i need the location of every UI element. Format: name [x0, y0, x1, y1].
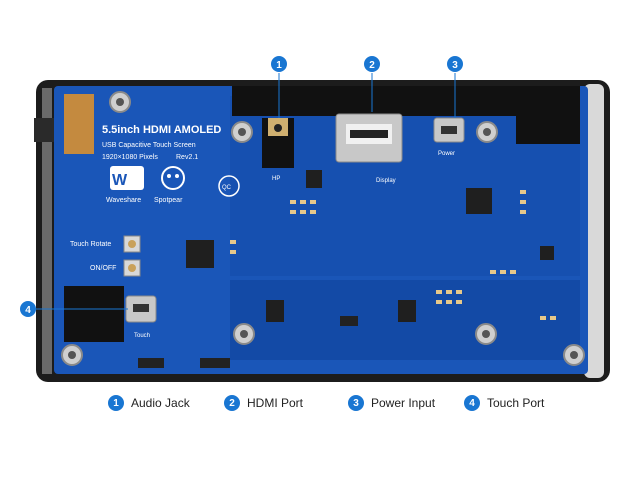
callout-marker-2: 2	[364, 56, 380, 72]
chip-small-b	[266, 300, 284, 322]
board-revision: Rev2.1	[176, 154, 198, 161]
board-title: 5.5inch HDMI AMOLED	[102, 124, 221, 136]
svg-text:W: W	[112, 172, 128, 189]
touch-label: Touch	[134, 333, 150, 339]
legend-item-power-input: 3 Power Input	[348, 393, 435, 413]
hp-label: HP	[272, 176, 280, 182]
main-chip	[186, 240, 214, 268]
chip-right	[466, 188, 492, 214]
mounting-holes	[61, 91, 585, 366]
hdmi-port	[335, 113, 403, 163]
board-subtitle: USB Capacitive Touch Screen	[102, 142, 196, 149]
legend-number: 3	[348, 395, 364, 411]
qc-stamp: QC	[218, 175, 240, 197]
brand-right: Spotpear	[154, 197, 183, 204]
waveshare-logo: W	[110, 166, 144, 190]
legend: 1 Audio Jack 2 HDMI Port 3 Power Input 4…	[0, 393, 640, 415]
callout-marker-1: 1	[271, 56, 287, 72]
legend-item-touch-port: 4 Touch Port	[464, 393, 544, 413]
spotpear-logo	[161, 166, 185, 190]
power-port	[433, 117, 465, 143]
left-bezel-strip	[42, 88, 52, 374]
bottom-left-black	[64, 286, 124, 342]
svg-text:3: 3	[452, 60, 458, 71]
legend-item-hdmi-port: 2 HDMI Port	[224, 393, 303, 413]
audio-jack	[262, 118, 294, 168]
left-ribbon	[64, 94, 94, 154]
power-label: Power	[438, 151, 455, 157]
legend-number: 1	[108, 395, 124, 411]
touch-rotate-label: Touch Rotate	[70, 241, 111, 248]
svg-text:1: 1	[276, 60, 282, 71]
brand-left: Waveshare	[106, 197, 141, 204]
legend-number: 4	[464, 395, 480, 411]
touch-port	[125, 295, 157, 323]
callout-marker-4: 4	[20, 301, 36, 317]
legend-label: Audio Jack	[131, 396, 190, 410]
display-label: Display	[376, 178, 396, 184]
legend-item-audio-jack: 1 Audio Jack	[108, 393, 190, 413]
svg-text:2: 2	[369, 60, 375, 71]
chip-small-a	[306, 170, 322, 188]
legend-label: HDMI Port	[247, 396, 304, 410]
legend-label: Touch Port	[487, 396, 545, 410]
legend-number: 2	[224, 395, 240, 411]
onoff-label: ON/OFF	[90, 265, 116, 272]
top-black-strip	[232, 86, 520, 116]
side-bezel	[584, 84, 604, 378]
board-resolution: 1920×1080 Pixels	[102, 154, 158, 161]
top-right-block	[516, 86, 580, 144]
fpc-connector	[34, 118, 56, 142]
svg-text:4: 4	[25, 305, 31, 316]
callout-lines	[36, 73, 456, 310]
legend-label: Power Input	[371, 396, 436, 410]
svg-text:QC: QC	[222, 185, 232, 191]
header-pins	[138, 316, 358, 368]
chip-small-c	[398, 300, 416, 322]
callout-marker-3: 3	[447, 56, 463, 72]
chip-small-d	[540, 246, 554, 260]
smd-components	[230, 190, 556, 320]
